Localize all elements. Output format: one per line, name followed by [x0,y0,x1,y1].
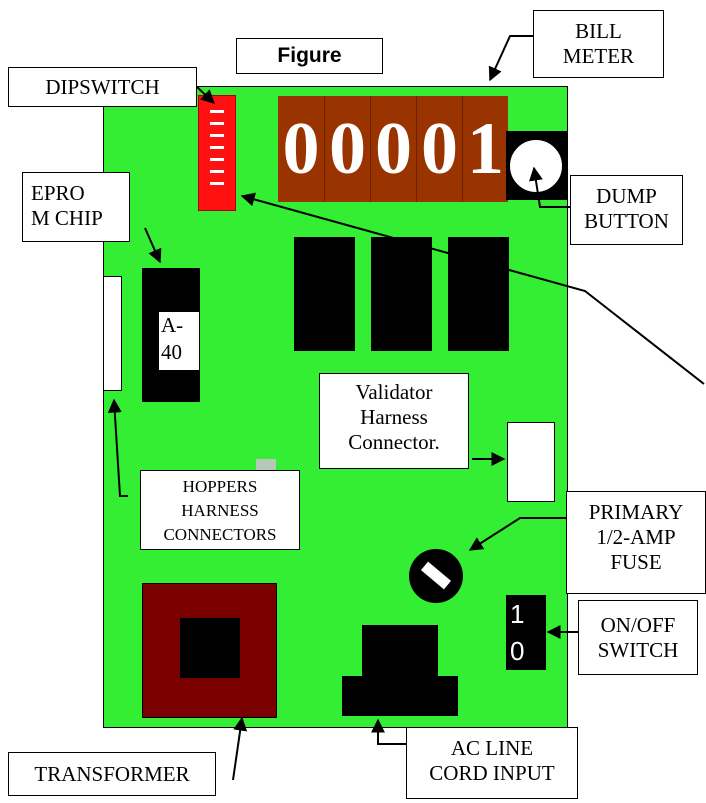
meter-digit: 0 [278,96,324,202]
ac-line-leader [371,718,406,745]
label-dipswitch: DIPSWITCH [8,67,197,107]
small-component [256,459,276,472]
dipswitch-leader [196,86,216,104]
on-off-switch[interactable] [506,595,546,670]
validator-harness-connector [507,422,555,502]
meter-digit: 0 [324,96,370,202]
label-primary-fuse: PRIMARY 1/2-AMP FUSE [566,491,706,594]
dipswitch-component [198,95,236,211]
label-dump-button: DUMP BUTTON [570,175,683,245]
transformer-leader [232,716,248,781]
dipswitch-lever [210,122,224,125]
dipswitch-lever [210,158,224,161]
switch-mark-on: 1 [510,599,525,629]
relay-2 [371,237,432,351]
figure-title: Figure [236,38,383,74]
ac-line-cord-input-base [342,676,458,716]
bill-meter-leader [488,35,533,82]
dipswitch-lever [210,182,224,185]
dump-button[interactable] [508,138,564,194]
hoppers-leader [107,398,128,497]
dipswitch-lever [210,134,224,137]
transformer-core [180,618,240,678]
relay-1 [294,237,355,351]
dipswitch-long-leader [240,192,705,385]
eprom-chip-marking: A- 40 [158,311,200,371]
switch-mark-off: 0 [510,636,525,666]
dipswitch-lever [210,146,224,149]
label-eprom-chip: EPRO M CHIP [22,172,130,242]
fuse-leader [468,517,566,551]
meter-digit: 1 [462,96,508,202]
label-transformer: TRANSFORMER [8,752,216,796]
label-validator-harness: Validator Harness Connector. [319,373,469,469]
label-ac-line-cord: AC LINE CORD INPUT [406,727,578,799]
label-on-off-switch: ON/OFF SWITCH [578,600,698,675]
eprom-leader [144,227,162,264]
meter-digit: 0 [370,96,416,202]
dump-button-leader [528,166,570,208]
dipswitch-lever [210,110,224,113]
hoppers-harness-connector [103,276,122,391]
label-bill-meter: BILL METER [533,10,664,78]
label-hoppers-harness: HOPPERS HARNESS CONNECTORS [140,470,300,550]
dipswitch-lever [210,170,224,173]
meter-digit: 0 [416,96,462,202]
ac-line-cord-input-top [362,625,438,677]
